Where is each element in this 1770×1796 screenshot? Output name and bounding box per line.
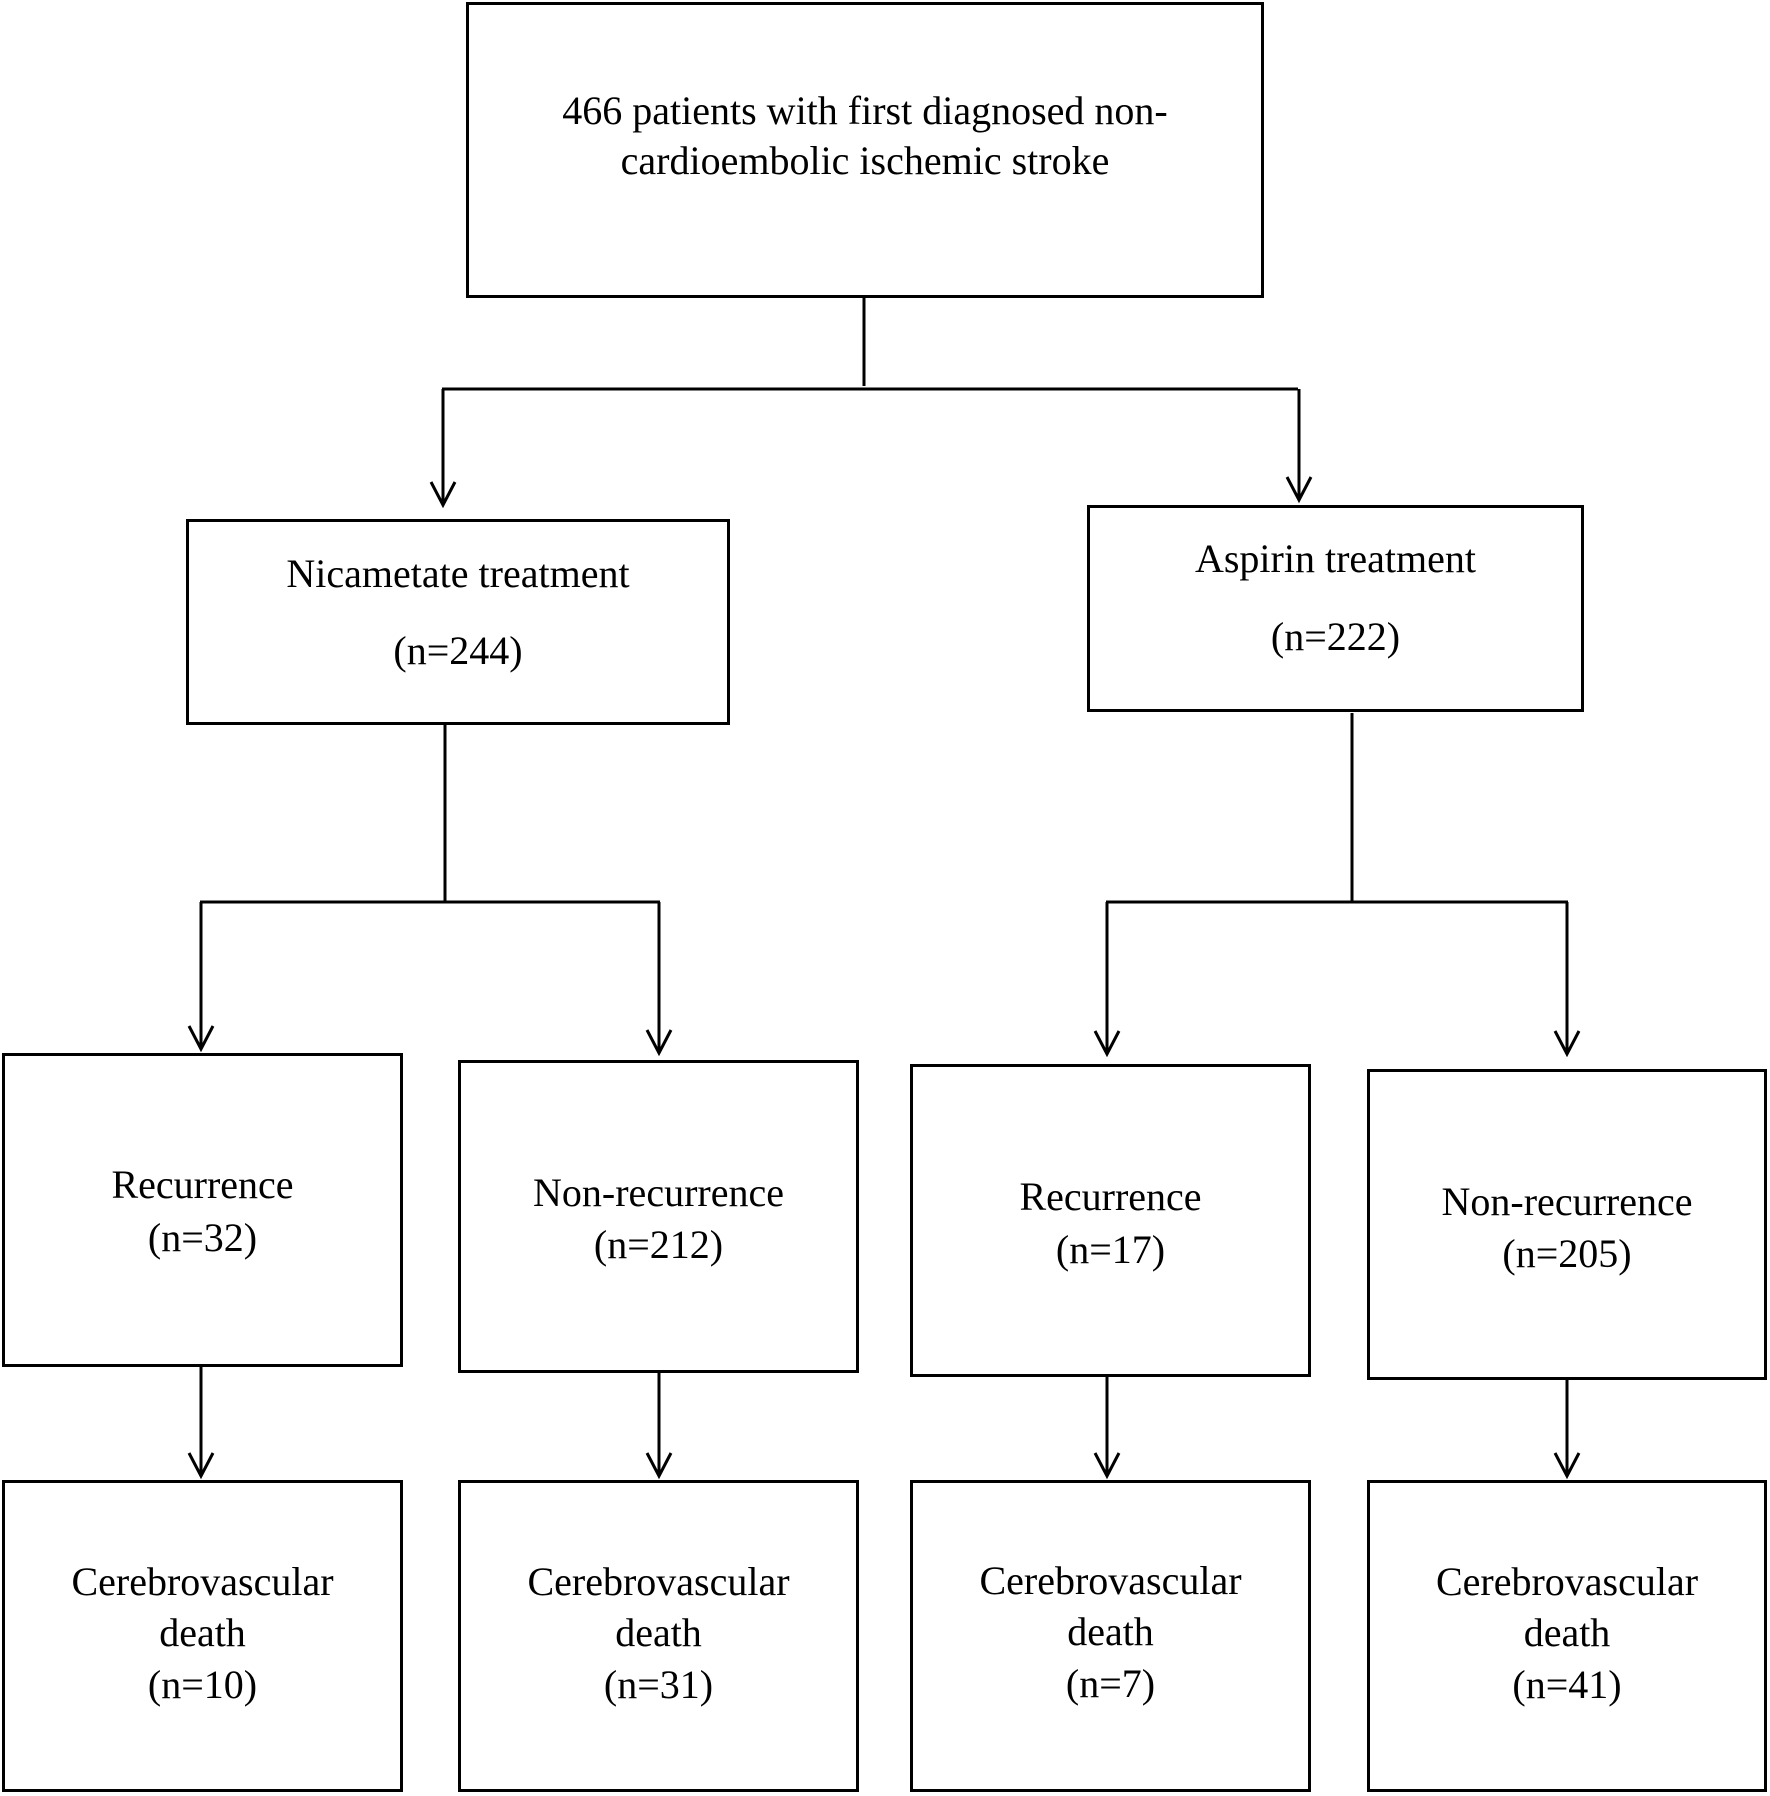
nicametate-nonrecurrence-box: Non-recurrence (n=212) xyxy=(458,1060,859,1373)
death-label2: death xyxy=(159,1610,246,1655)
arrowhead xyxy=(1093,1030,1121,1058)
arrowhead xyxy=(1093,1452,1121,1480)
aspirin-recurrence-box: Recurrence (n=17) xyxy=(910,1064,1311,1377)
outcome-label: Non-recurrence xyxy=(533,1170,784,1215)
death-count: (n=31) xyxy=(603,1662,714,1707)
nicametate-count: (n=244) xyxy=(393,628,523,673)
death-count: (n=7) xyxy=(1065,1661,1156,1706)
arrowhead xyxy=(1553,1030,1581,1058)
outcome-count: (n=212) xyxy=(593,1222,724,1267)
death-label: Cerebrovascular xyxy=(527,1559,790,1604)
death-label: Cerebrovascular xyxy=(1435,1559,1699,1604)
aspirin-label: Aspirin treatment xyxy=(1194,536,1477,581)
death-count: (n=41) xyxy=(1512,1662,1622,1707)
arrowhead xyxy=(645,1029,673,1057)
death-label: Cerebrovascular xyxy=(71,1559,334,1604)
outcome-label: Recurrence xyxy=(1019,1174,1202,1219)
death-box-2: Cerebrovascular death (n=31) xyxy=(458,1480,859,1792)
death-box-3: Cerebrovascular death (n=7) xyxy=(910,1480,1311,1792)
death-label: Cerebrovascular xyxy=(979,1558,1242,1603)
arrowhead xyxy=(645,1452,673,1480)
root-text-line1: 466 patients with first diagnosed non- xyxy=(562,88,1168,133)
outcome-label: Non-recurrence xyxy=(1441,1179,1693,1224)
death-label2: death xyxy=(1523,1610,1611,1655)
arrowhead xyxy=(1285,476,1313,504)
death-box-4: Cerebrovascular death (n=41) xyxy=(1367,1480,1767,1792)
outcome-label: Recurrence xyxy=(111,1162,294,1207)
death-label2: death xyxy=(615,1610,702,1655)
nicametate-recurrence-box: Recurrence (n=32) xyxy=(2,1053,403,1367)
arrowhead xyxy=(187,1452,215,1480)
nicametate-label: Nicametate treatment xyxy=(286,551,630,596)
outcome-count: (n=32) xyxy=(147,1215,258,1260)
root-text-line2: cardioembolic ischemic stroke xyxy=(620,138,1110,183)
root-box: 466 patients with first diagnosed non- c… xyxy=(466,2,1264,298)
arrowhead xyxy=(429,481,457,509)
outcome-count: (n=17) xyxy=(1055,1227,1166,1272)
death-count: (n=10) xyxy=(147,1662,258,1707)
aspirin-box: Aspirin treatment (n=222) xyxy=(1087,505,1584,712)
death-box-1: Cerebrovascular death (n=10) xyxy=(2,1480,403,1792)
arrowhead xyxy=(187,1025,215,1053)
arrowhead xyxy=(1553,1452,1581,1480)
outcome-count: (n=205) xyxy=(1502,1231,1632,1276)
nicametate-box: Nicametate treatment (n=244) xyxy=(186,519,730,725)
aspirin-count: (n=222) xyxy=(1270,614,1401,659)
aspirin-nonrecurrence-box: Non-recurrence (n=205) xyxy=(1367,1069,1767,1380)
death-label2: death xyxy=(1067,1609,1154,1654)
